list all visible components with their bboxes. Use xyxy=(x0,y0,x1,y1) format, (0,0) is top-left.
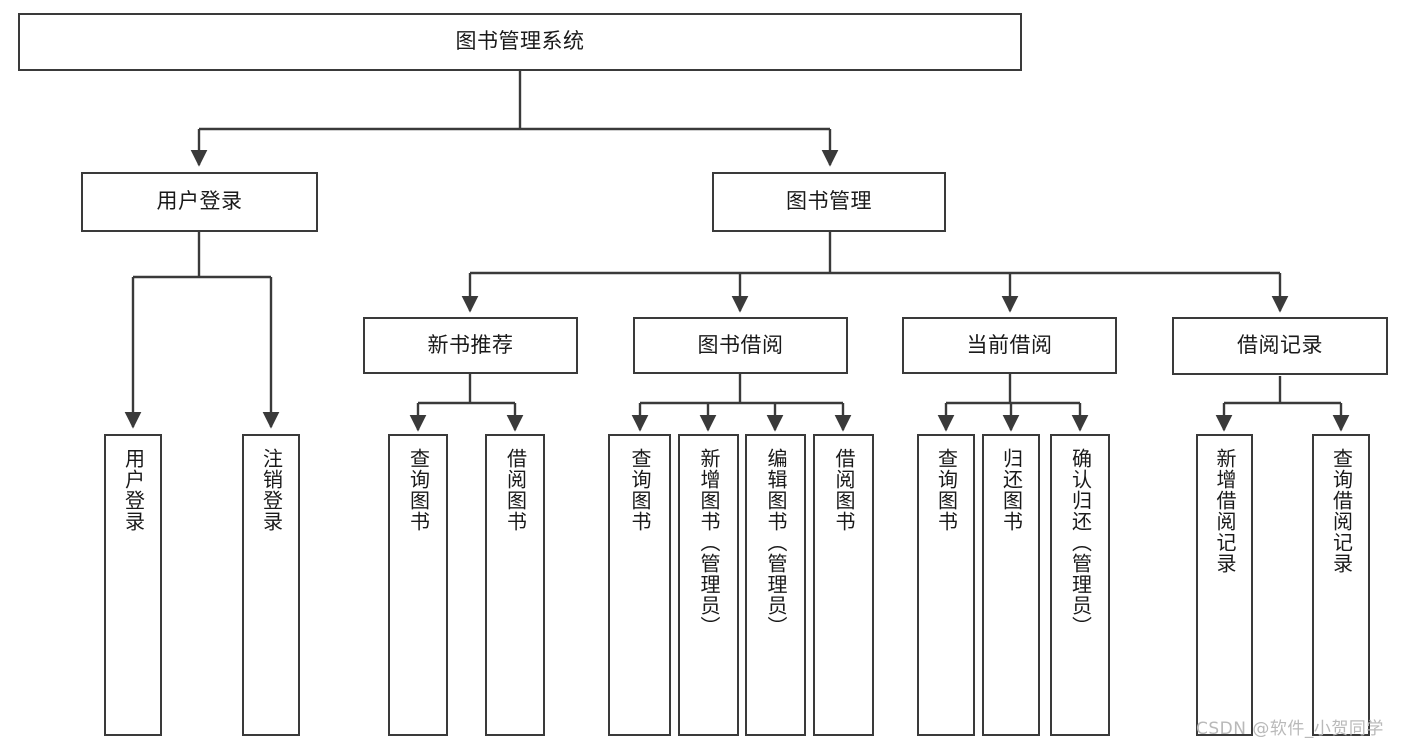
leaf-confirm-return-label: 确认归还（管理员） xyxy=(1068,448,1093,637)
node-current-borrow[interactable]: 当前借阅 xyxy=(902,317,1117,374)
node-root[interactable]: 图书管理系统 xyxy=(18,13,1022,71)
leaf-query-book-2[interactable]: 查询图书 xyxy=(608,434,671,736)
leaf-edit-book-label: 编辑图书（管理员） xyxy=(764,448,788,637)
leaf-add-record[interactable]: 新增借阅记录 xyxy=(1196,434,1253,736)
leaf-query-book-1[interactable]: 查询图书 xyxy=(388,434,448,736)
leaf-user-login[interactable]: 用户登录 xyxy=(104,434,162,736)
leaf-query-record-label: 查询借阅记录 xyxy=(1329,448,1354,574)
node-book-borrow[interactable]: 图书借阅 xyxy=(633,317,848,374)
leaf-borrow-book-2-label: 借阅图书 xyxy=(832,448,856,532)
watermark-text: CSDN @软件_小贺同学 xyxy=(1196,719,1384,739)
node-book-borrow-label: 图书借阅 xyxy=(697,332,784,357)
node-user-login[interactable]: 用户登录 xyxy=(81,172,318,232)
leaf-edit-book[interactable]: 编辑图书（管理员） xyxy=(745,434,806,736)
node-borrow-record-label: 借阅记录 xyxy=(1237,333,1323,358)
leaf-user-login-label: 用户登录 xyxy=(121,448,146,532)
leaf-query-record[interactable]: 查询借阅记录 xyxy=(1312,434,1370,736)
leaf-logout-login-label: 注销登录 xyxy=(259,448,284,532)
leaf-query-book-1-label: 查询图书 xyxy=(406,448,431,532)
node-user-login-label: 用户登录 xyxy=(156,189,243,214)
node-book-management-label: 图书管理 xyxy=(786,189,872,214)
node-book-management[interactable]: 图书管理 xyxy=(712,172,946,232)
node-borrow-record[interactable]: 借阅记录 xyxy=(1172,317,1388,375)
leaf-logout-login[interactable]: 注销登录 xyxy=(242,434,300,736)
node-new-book-recommend[interactable]: 新书推荐 xyxy=(363,317,578,374)
leaf-confirm-return[interactable]: 确认归还（管理员） xyxy=(1050,434,1110,736)
node-new-book-recommend-label: 新书推荐 xyxy=(427,332,514,357)
leaf-return-book[interactable]: 归还图书 xyxy=(982,434,1040,736)
leaf-add-book[interactable]: 新增图书（管理员） xyxy=(678,434,739,736)
leaf-add-record-label: 新增借阅记录 xyxy=(1213,448,1237,574)
node-root-label: 图书管理系统 xyxy=(455,29,585,54)
leaf-return-book-label: 归还图书 xyxy=(999,448,1024,532)
leaf-query-book-3-label: 查询图书 xyxy=(934,448,959,532)
leaf-borrow-book-1[interactable]: 借阅图书 xyxy=(485,434,545,736)
leaf-query-book-3[interactable]: 查询图书 xyxy=(917,434,975,736)
node-current-borrow-label: 当前借阅 xyxy=(966,332,1053,357)
leaf-borrow-book-2[interactable]: 借阅图书 xyxy=(813,434,874,736)
leaf-query-book-2-label: 查询图书 xyxy=(628,448,652,532)
leaf-borrow-book-1-label: 借阅图书 xyxy=(503,448,528,532)
leaf-add-book-label: 新增图书（管理员） xyxy=(697,448,721,637)
